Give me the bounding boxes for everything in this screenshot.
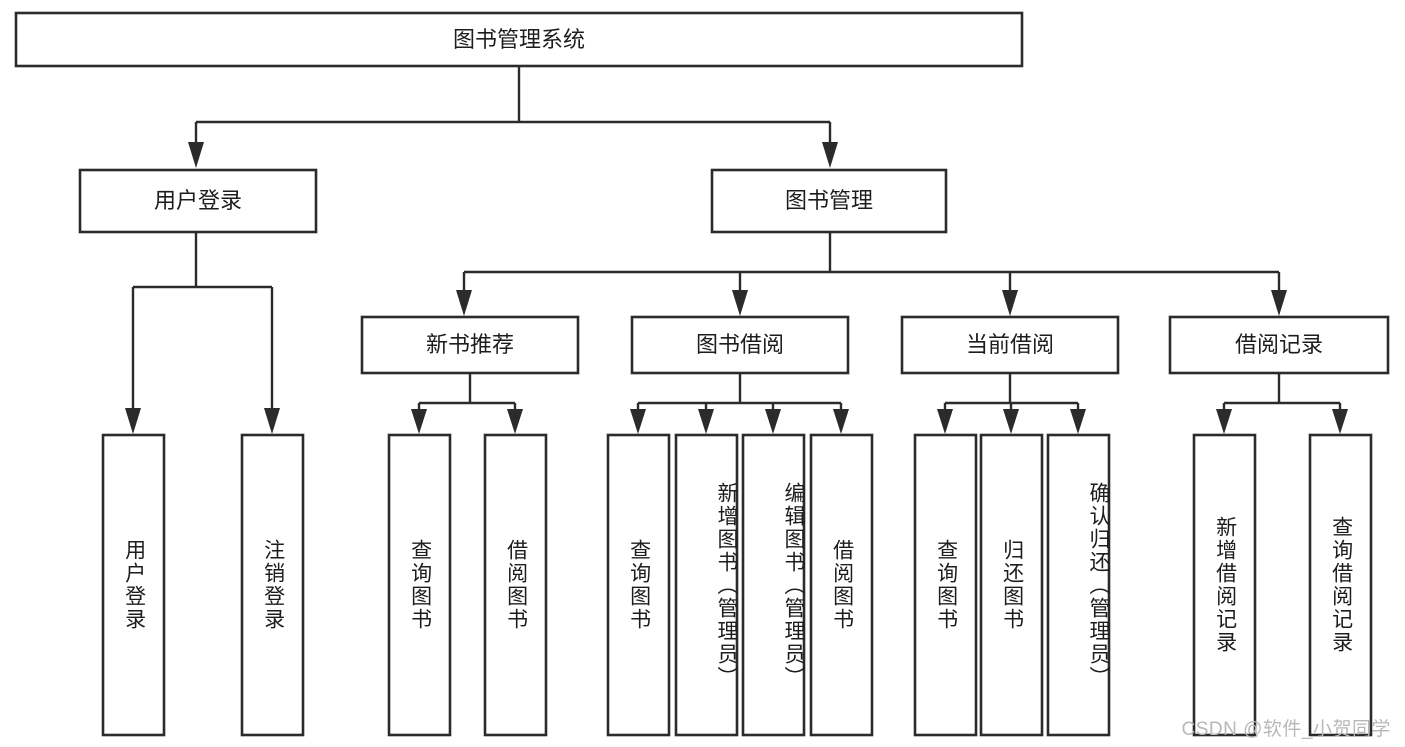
leaf-box-edit-book-admin[interactable] — [741, 433, 806, 737]
arrowhead-bookborrow-leaf-4 — [833, 409, 849, 434]
node-user-login[interactable]: 用户登录 — [78, 168, 318, 234]
arrowhead-bookborrow-leaf-2 — [698, 409, 714, 434]
node-book-management[interactable]: 图书管理 — [710, 168, 948, 234]
node-book-borrow[interactable]: 图书借阅 — [630, 315, 850, 375]
arrowhead-borrowrecord-leaf-1 — [1216, 409, 1232, 434]
connector-group-borrow-record — [1216, 373, 1348, 434]
arrowhead-borrowrecord-leaf-2 — [1332, 409, 1348, 434]
arrowhead-user-login — [188, 142, 204, 168]
arrowhead-currentborrow-leaf-2 — [1003, 409, 1019, 434]
node-current-borrow-label: 当前借阅 — [966, 332, 1054, 357]
arrowhead-newbook-leaf-1 — [411, 409, 427, 434]
node-borrow-record[interactable]: 借阅记录 — [1168, 315, 1390, 375]
node-new-book-recommend-label: 新书推荐 — [426, 332, 514, 357]
node-root-box[interactable] — [14, 11, 1024, 68]
arrowhead-currentborrow-leaf-3 — [1070, 409, 1086, 434]
leaf-box-add-borrow-record[interactable] — [1192, 433, 1257, 737]
arrowhead-borrow-record — [1271, 290, 1287, 316]
node-user-login-label: 用户登录 — [154, 188, 242, 213]
arrowhead-newbook-leaf-2 — [507, 409, 523, 434]
leaf-box-borrow-book-rec[interactable] — [483, 433, 548, 737]
connector-group-user-login — [125, 232, 280, 434]
node-root-label: 图书管理系统 — [453, 27, 585, 52]
leaf-box-query-book-borrow[interactable] — [606, 433, 671, 737]
arrowhead-leaf-user-login — [125, 408, 141, 434]
node-new-book-recommend-box[interactable] — [360, 315, 580, 375]
node-current-borrow[interactable]: 当前借阅 — [900, 315, 1120, 375]
connector-group-book-borrow — [630, 373, 849, 434]
node-current-borrow-box[interactable] — [900, 315, 1120, 375]
leaf-box-group — [101, 433, 1373, 737]
node-root-system[interactable]: 图书管理系统 — [14, 11, 1024, 68]
node-borrow-record-label: 借阅记录 — [1235, 332, 1323, 357]
node-book-borrow-label: 图书借阅 — [696, 332, 784, 357]
connector-group-book-mgmt — [456, 232, 1287, 316]
node-borrow-record-box[interactable] — [1168, 315, 1390, 375]
node-new-book-recommend[interactable]: 新书推荐 — [360, 315, 580, 375]
leaf-box-query-borrow-record[interactable] — [1308, 433, 1373, 737]
arrowhead-book-borrow — [732, 290, 748, 316]
connector-group-current-borrow — [937, 373, 1086, 434]
node-book-management-box[interactable] — [710, 168, 948, 234]
connector-group-new-book-rec — [411, 373, 523, 434]
node-book-borrow-box[interactable] — [630, 315, 850, 375]
leaf-box-query-book-current[interactable] — [913, 433, 978, 737]
connector-group-root — [188, 66, 838, 168]
leaf-box-query-book-rec[interactable] — [387, 433, 452, 737]
arrowhead-current-borrow — [1002, 290, 1018, 316]
arrowhead-new-book-rec — [456, 290, 472, 316]
arrowhead-bookborrow-leaf-1 — [630, 409, 646, 434]
leaf-box-borrow-book[interactable] — [809, 433, 874, 737]
arrowhead-currentborrow-leaf-1 — [937, 409, 953, 434]
arrowhead-leaf-logout — [264, 408, 280, 434]
node-book-management-label: 图书管理 — [785, 188, 873, 213]
arrowhead-book-mgmt — [822, 142, 838, 168]
leaf-box-confirm-return-admin[interactable] — [1046, 433, 1111, 737]
node-user-login-box[interactable] — [78, 168, 318, 234]
leaf-box-user-login[interactable] — [101, 433, 166, 737]
leaf-box-add-book-admin[interactable] — [674, 433, 739, 737]
arrowhead-bookborrow-leaf-3 — [765, 409, 781, 434]
leaf-box-return-book[interactable] — [979, 433, 1044, 737]
leaf-box-logout[interactable] — [240, 433, 305, 737]
csdn-watermark: CSDN @软件_小贺同学 — [1181, 719, 1391, 740]
